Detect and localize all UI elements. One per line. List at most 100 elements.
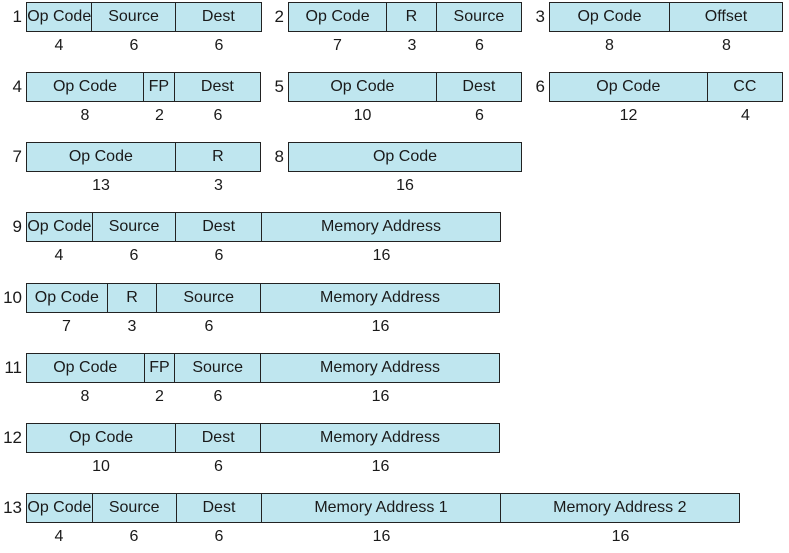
- field-memory-address-1: Memory Address 1: [262, 494, 501, 522]
- field-source: Source: [453, 8, 505, 25]
- field-bit-width: 8: [80, 388, 90, 405]
- field-bit-width: 6: [475, 107, 484, 124]
- format-8-box: Op Code: [288, 142, 522, 172]
- format-3-box: Op Code Offset: [549, 2, 783, 32]
- field-bit-width: 6: [475, 37, 484, 54]
- format-number: 13: [3, 498, 22, 517]
- field-source: Source: [93, 213, 177, 241]
- field-source: Source: [92, 3, 176, 31]
- format-number: 6: [535, 77, 545, 96]
- field-bit-width: 4: [54, 37, 64, 54]
- field-op-code: Op Code: [27, 494, 93, 522]
- field-op-code: Op Code: [550, 73, 708, 101]
- format-number: 7: [12, 147, 22, 166]
- field-memory-address: Memory Address: [320, 218, 442, 235]
- field-fp: FP: [144, 73, 175, 101]
- field-bit-width: 3: [214, 177, 223, 194]
- field-op-code: Op Code: [289, 3, 388, 31]
- field-op-code: Op Code: [27, 284, 108, 312]
- field-bit-width: 16: [611, 528, 630, 545]
- field-r: R: [212, 148, 224, 165]
- field-bit-width: 6: [214, 458, 223, 475]
- field-bit-width: 6: [214, 37, 224, 54]
- field-op-code: Op Code: [550, 3, 670, 31]
- field-bit-width: 16: [372, 528, 391, 545]
- field-op-code: Op Code: [289, 73, 437, 101]
- format-number: 2: [274, 7, 284, 26]
- field-memory-address: Memory Address: [319, 289, 441, 306]
- field-bit-width: 12: [619, 107, 638, 124]
- format-7-box: Op Code R: [26, 142, 261, 172]
- field-bit-width: 7: [62, 318, 71, 335]
- field-bit-width: 3: [127, 318, 137, 335]
- field-dest: Dest: [201, 8, 235, 25]
- field-bit-width: 16: [371, 458, 390, 475]
- format-number: 4: [12, 77, 22, 96]
- field-bit-width: 6: [213, 107, 223, 124]
- field-source: Source: [157, 284, 262, 312]
- field-bit-width: 6: [213, 388, 223, 405]
- field-bit-width: 6: [214, 247, 224, 264]
- field-fp: FP: [145, 354, 176, 382]
- field-op-code: Op Code: [27, 354, 145, 382]
- field-bit-width: 16: [371, 318, 390, 335]
- field-dest: Dest: [177, 494, 263, 522]
- field-bit-width: 2: [155, 107, 164, 124]
- field-bit-width: 16: [372, 247, 391, 264]
- field-bit-width: 6: [214, 528, 224, 545]
- field-bit-width: 3: [407, 37, 417, 54]
- field-bit-width: 7: [333, 37, 342, 54]
- field-memory-address-2: Memory Address 2: [553, 499, 687, 516]
- field-bit-width: 10: [92, 458, 110, 475]
- field-r: R: [387, 3, 437, 31]
- format-number: 8: [274, 147, 284, 166]
- field-dest: Dest: [176, 213, 262, 241]
- field-source: Source: [93, 494, 177, 522]
- field-op-code: Op Code: [27, 3, 93, 31]
- field-bit-width: 6: [129, 37, 139, 54]
- format-number: 3: [535, 7, 545, 26]
- field-memory-address: Memory Address: [319, 359, 441, 376]
- field-dest: Dest: [462, 78, 496, 95]
- field-bit-width: 2: [155, 388, 164, 405]
- field-source: Source: [175, 354, 262, 382]
- field-op-code: Op Code: [27, 424, 177, 452]
- field-bit-width: 4: [741, 107, 750, 124]
- field-dest: Dest: [176, 424, 262, 452]
- format-number: 11: [4, 358, 22, 377]
- field-bit-width: 8: [605, 37, 614, 54]
- field-bit-width: 6: [129, 528, 139, 545]
- field-bit-width: 6: [204, 318, 214, 335]
- field-bit-width: 13: [92, 177, 110, 194]
- field-bit-width: 4: [54, 247, 64, 264]
- field-r: R: [108, 284, 158, 312]
- format-number: 10: [3, 288, 22, 307]
- field-offset: Offset: [704, 8, 748, 25]
- field-op-code: Op Code: [27, 213, 93, 241]
- field-bit-width: 10: [353, 107, 372, 124]
- format-number: 1: [12, 7, 22, 26]
- field-memory-address: Memory Address: [319, 429, 441, 446]
- field-bit-width: 8: [722, 37, 731, 54]
- format-number: 9: [12, 217, 22, 236]
- field-op-code: Op Code: [27, 143, 176, 171]
- field-op-code: Op Code: [372, 148, 438, 165]
- field-bit-width: 6: [129, 247, 139, 264]
- field-bit-width: 4: [54, 528, 64, 545]
- field-op-code: Op Code: [27, 73, 144, 101]
- field-bit-width: 16: [371, 388, 390, 405]
- field-bit-width: 8: [80, 107, 90, 124]
- format-number: 12: [3, 428, 22, 447]
- field-dest: Dest: [200, 78, 234, 95]
- format-5-box: Op Code Dest: [288, 72, 522, 102]
- field-bit-width: 16: [396, 177, 414, 194]
